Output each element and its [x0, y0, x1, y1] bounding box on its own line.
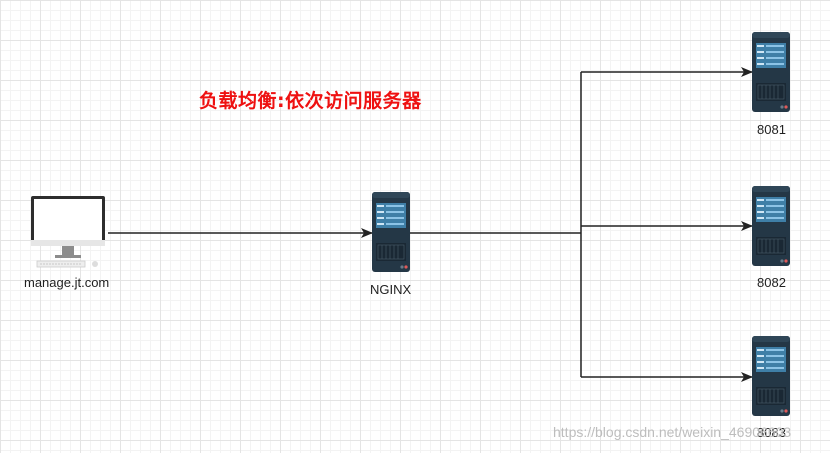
- server-8082-label: 8082: [757, 275, 786, 290]
- desktop-computer-icon: [31, 196, 105, 268]
- server-8082-icon: [752, 186, 790, 266]
- client-label: manage.jt.com: [24, 275, 110, 290]
- server-8081-icon: [752, 32, 790, 112]
- diagram-title: 负载均衡:依次访问服务器: [199, 90, 422, 112]
- server-8083-icon: [752, 336, 790, 416]
- nginx-server-icon: [372, 192, 410, 272]
- watermark: https://blog.csdn.net/weixin_46906603: [553, 424, 792, 440]
- nginx-label: NGINX: [370, 282, 412, 297]
- server-8083-label: 8083: [757, 425, 786, 440]
- server-8081-label: 8081: [757, 122, 786, 137]
